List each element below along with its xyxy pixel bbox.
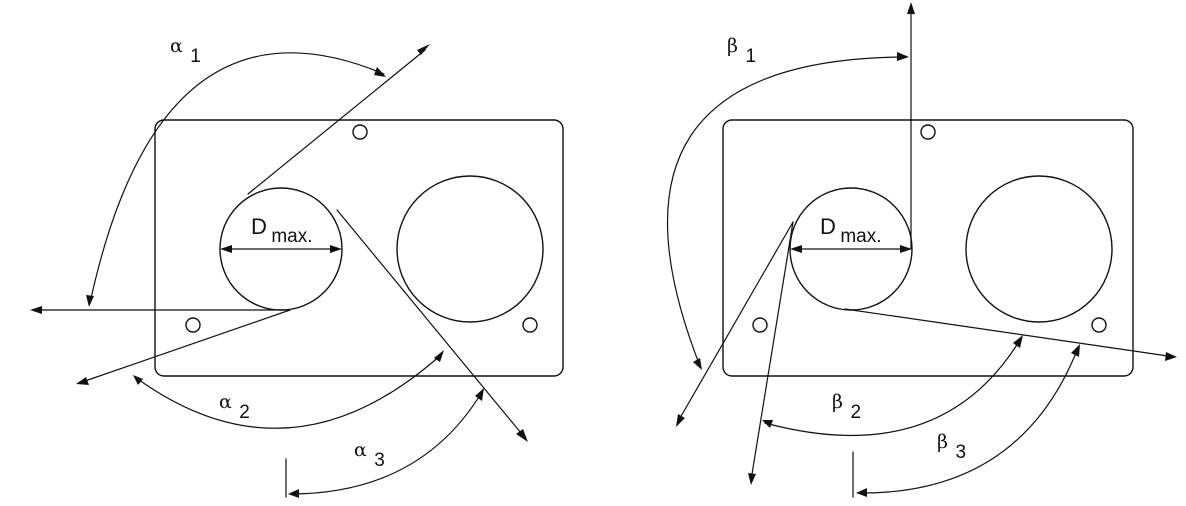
right-cable-arrowhead-lower-right	[1165, 352, 1177, 361]
right-angle-label-2: β 2	[832, 391, 861, 423]
left-mount-hole-bottom-left	[185, 317, 201, 333]
left-angle-arc-1-arrowhead-start	[86, 295, 94, 307]
right-angle-label-1-symbol: β	[727, 35, 738, 57]
right-angle-arc-2	[764, 339, 1021, 437]
right-diameter-arrowhead-right	[900, 245, 912, 253]
left-angle-label-1-subscript: 1	[190, 46, 201, 67]
left-diameter-label-subscript: max.	[271, 226, 312, 247]
right-mount-hole-top	[920, 124, 936, 140]
right-plate	[722, 119, 1134, 377]
right-cable-line-lower-right	[844, 308, 1169, 357]
left-angle-arc-3-arrowhead-left	[288, 489, 299, 498]
right-cable-arrowhead-lower-left-1	[676, 414, 685, 427]
right-diameter-label-main: D	[820, 214, 836, 239]
right-cable-arrowhead-lower-left-2	[748, 473, 756, 485]
right-mount-hole-bottom-left	[752, 317, 768, 333]
left-angle-label-3-symbol: α	[354, 439, 367, 461]
right-angle-arc-3-arrowhead-left	[856, 488, 867, 497]
left-mount-hole-top	[352, 124, 368, 140]
left-panel: D max. α 1 α 2 α	[30, 35, 564, 498]
right-angle-label-3: β 3	[937, 431, 966, 463]
right-angle-label-2-subscript: 2	[850, 402, 861, 423]
right-second-entry-circle	[965, 175, 1113, 323]
right-diameter-label: D max.	[820, 214, 882, 247]
right-angle-arc-3-arrowhead-right	[1071, 344, 1080, 357]
right-cable-arrowhead-vertical	[907, 2, 915, 14]
left-diameter-arrowhead-left	[220, 245, 232, 253]
left-angle-arc-1-arrowhead-end	[374, 67, 386, 77]
left-cable-arrowhead-lower-left	[76, 377, 89, 385]
right-angle-arc-2-arrowhead-left	[762, 420, 773, 428]
left-diameter-label: D max.	[251, 214, 313, 247]
left-diameter-arrowhead-right	[330, 245, 342, 253]
right-cable-line-lower-left-2	[751, 221, 794, 475]
left-angle-label-2: α 2	[219, 391, 250, 423]
left-angle-arc-3	[289, 391, 483, 495]
left-cable-line-upper-right	[247, 49, 426, 195]
right-cable-line-lower-left-1	[679, 221, 794, 419]
left-cable-line-lower-left	[84, 309, 291, 382]
right-angle-label-1-subscript: 1	[745, 46, 756, 67]
left-cable-arrowhead-upper-right	[417, 44, 430, 55]
right-angle-arc-2-arrowhead-right	[1013, 335, 1023, 348]
left-angle-label-2-symbol: α	[219, 391, 232, 413]
left-angle-label-1-symbol: α	[170, 35, 183, 57]
right-angle-label-3-symbol: β	[937, 431, 948, 453]
right-diameter-arrowhead-left	[790, 245, 802, 253]
right-angle-label-2-symbol: β	[832, 391, 843, 413]
left-angle-label-1: α 1	[170, 35, 201, 67]
left-angle-arc-1	[89, 52, 385, 304]
right-diameter-label-subscript: max.	[840, 226, 881, 247]
left-angle-arc-2	[134, 353, 443, 429]
right-panel: D max. β 1 β 2 β	[667, 2, 1177, 498]
right-angle-arc-3	[857, 347, 1079, 494]
left-angle-label-3-subscript: 3	[374, 450, 385, 471]
left-angle-label-2-subscript: 2	[239, 402, 250, 423]
left-second-entry-circle	[396, 175, 544, 323]
left-diameter-label-main: D	[251, 214, 267, 239]
left-angle-arc-3-arrowhead-right	[475, 388, 484, 401]
right-angle-arc-1-arrowhead-end	[897, 52, 909, 61]
left-cable-arrowhead-horizontal	[30, 306, 42, 314]
left-cable-arrowhead-lower-right	[516, 429, 528, 442]
right-angle-label-1: β 1	[727, 35, 756, 67]
right-mount-hole-bottom-right	[1091, 317, 1107, 333]
right-angle-arc-1	[667, 56, 904, 367]
left-angle-label-3: α 3	[354, 439, 385, 471]
right-angle-arc-1-arrowhead-start	[693, 358, 702, 370]
right-angle-label-3-subscript: 3	[955, 442, 966, 463]
left-angle-arc-2-arrowhead-left	[133, 375, 143, 385]
left-angle-arc-2-arrowhead-right	[434, 350, 444, 362]
left-plate	[154, 119, 564, 377]
left-cable-line-lower-right	[336, 209, 522, 434]
left-mount-hole-bottom-right	[522, 317, 538, 333]
